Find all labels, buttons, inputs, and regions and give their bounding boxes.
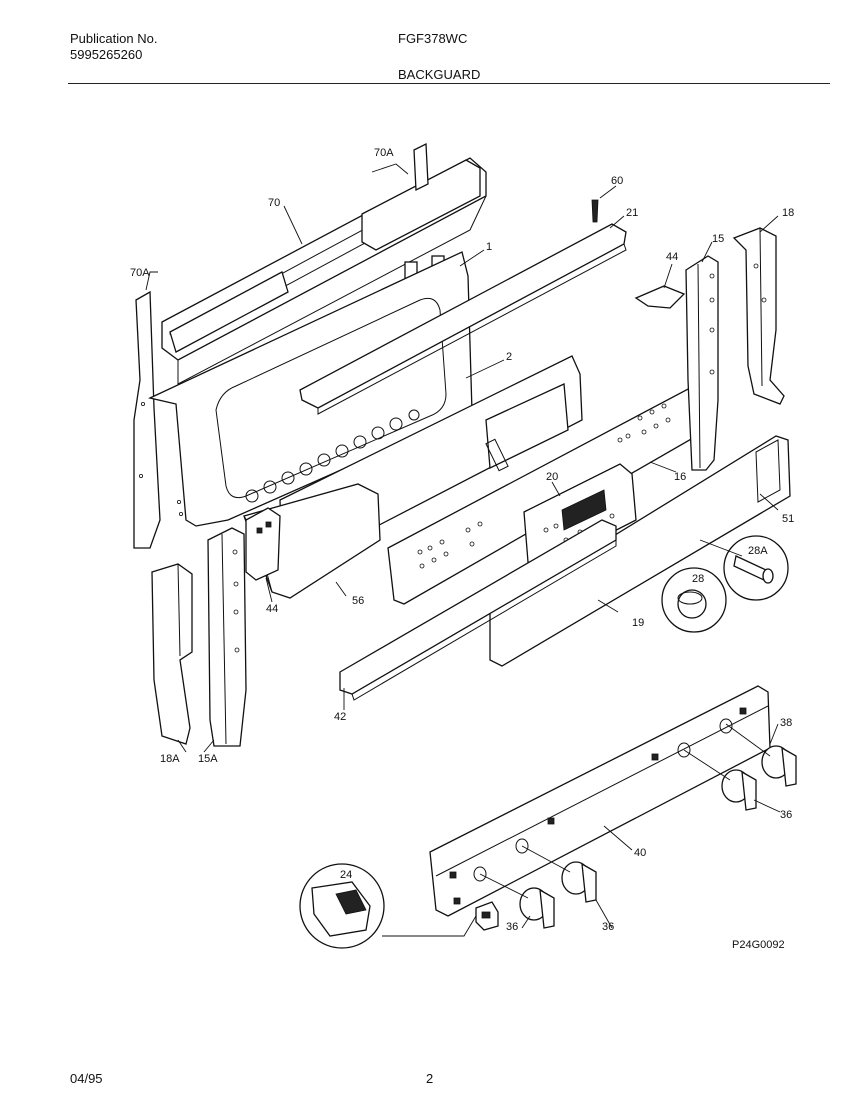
part-44-top-bracket <box>634 285 686 309</box>
callout-labels: 70A 70 70A 60 21 1 18 15 44 2 16 20 51 2… <box>130 147 794 951</box>
callout-16: 16 <box>674 471 686 483</box>
publication-label: Publication No. <box>70 31 158 46</box>
footer-page-number: 2 <box>426 1071 434 1086</box>
callout-70a-left: 70A <box>130 267 150 279</box>
diagram-code: P24G0092 <box>732 939 785 951</box>
callout-70: 70 <box>268 197 280 209</box>
callout-44-left: 44 <box>266 603 278 615</box>
part-18a-left-end-cap <box>151 563 193 745</box>
part-44-left-bracket <box>245 507 281 581</box>
callout-40: 40 <box>634 847 646 859</box>
part-70a-top-bracket <box>413 142 429 192</box>
callout-1: 1 <box>486 241 492 253</box>
header-rule <box>68 83 830 84</box>
leader-lines <box>145 163 781 937</box>
part-36-knob-right <box>721 769 757 811</box>
callout-24: 24 <box>340 869 352 881</box>
part-60-screw <box>591 199 599 223</box>
part-24-switch <box>475 901 499 931</box>
part-15a-left-end-bracket <box>207 527 247 747</box>
callout-56: 56 <box>352 595 364 607</box>
part-40-manifold-panel <box>429 685 771 917</box>
callout-28: 28 <box>692 573 704 585</box>
callout-20: 20 <box>546 471 558 483</box>
callout-36-middle: 36 <box>602 921 614 933</box>
part-70-top-trim <box>161 157 487 385</box>
footer-date: 04/95 <box>70 1071 103 1086</box>
part-36-knob-middle <box>561 861 597 903</box>
callout-51: 51 <box>782 513 794 525</box>
callout-70a-top: 70A <box>374 147 394 159</box>
callout-36-right: 36 <box>780 809 792 821</box>
publication-number: 5995265260 <box>70 47 143 62</box>
part-51-front-panel <box>489 435 791 667</box>
callout-19: 19 <box>632 617 644 629</box>
callout-18: 18 <box>782 207 794 219</box>
callout-21: 21 <box>626 207 638 219</box>
part-28a-knob-insert-detail <box>723 535 789 601</box>
part-15-right-end-bracket <box>685 255 719 471</box>
part-28-knob-detail <box>661 567 727 633</box>
part-70a-left-side <box>133 290 183 549</box>
callout-15: 15 <box>712 233 724 245</box>
section-title: BACKGUARD <box>398 67 481 82</box>
callout-15a: 15A <box>198 753 218 765</box>
part-42-lower-trim <box>339 519 617 701</box>
part-36-knob-left <box>519 887 555 929</box>
part-18-right-end-cap <box>732 227 785 405</box>
part-38-knob <box>761 745 797 787</box>
callout-44-top: 44 <box>666 251 678 263</box>
callout-36-left: 36 <box>506 921 518 933</box>
callout-60: 60 <box>611 175 623 187</box>
part-21-support-rail <box>299 223 627 415</box>
callout-28a: 28A <box>748 545 768 557</box>
part-24-switch-detail <box>299 863 385 949</box>
callout-18a: 18A <box>160 753 180 765</box>
callout-38: 38 <box>780 717 792 729</box>
callout-42: 42 <box>334 711 346 723</box>
part-20-clock-module <box>523 463 637 567</box>
model-number: FGF378WC <box>398 31 468 46</box>
callout-2: 2 <box>506 351 512 363</box>
